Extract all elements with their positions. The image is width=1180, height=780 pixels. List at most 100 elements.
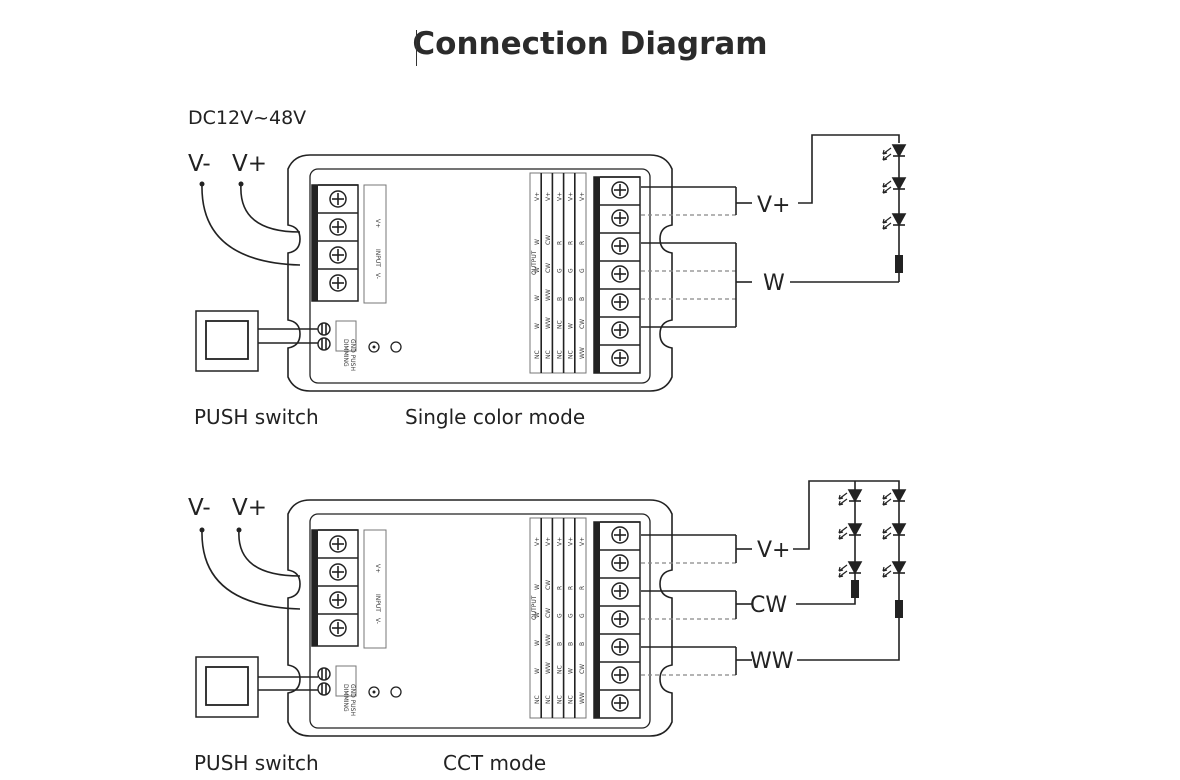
led-strip-wire-plus-2 (793, 480, 900, 550)
dimming-legend (335, 320, 357, 352)
input-vplus-text: V+ (374, 219, 381, 228)
output-table-cell: R (568, 586, 575, 590)
led-light-arrow (838, 570, 848, 578)
dimming-legend (335, 665, 357, 697)
led-light-arrow (882, 492, 892, 500)
out-label-ww: WW (750, 649, 794, 674)
led-light-arrow (882, 149, 888, 155)
led-light-arrow (882, 224, 888, 230)
push-switch-label-2: PUSH switch (194, 751, 319, 775)
led-light-arrow (838, 498, 848, 506)
led-return-cw (796, 598, 856, 605)
mode-label-cct: CCT mode (443, 751, 547, 775)
led-light-arrow (838, 528, 844, 534)
led-light-arrow (838, 564, 848, 572)
led-light-arrow (882, 494, 888, 500)
output-table-cell: W (534, 640, 541, 646)
output-table-cell: CW (545, 235, 552, 245)
output-text: OUTPUT (531, 595, 538, 620)
dimming-text: DIMMING (342, 684, 349, 712)
output-table-cell: B (568, 297, 575, 301)
led-light-arrow (838, 532, 848, 540)
indicator-led-dot (372, 345, 376, 349)
push-switch-label: PUSH switch (194, 405, 319, 429)
output-terminal-edge (594, 522, 600, 718)
led-diode-icon (847, 489, 863, 503)
led-diode-icon (891, 561, 907, 575)
indicator-led-dot (372, 690, 376, 694)
input-vminus-text: V- (374, 273, 381, 279)
wire-end-dot (199, 527, 205, 533)
output-table-cell: WW (579, 347, 586, 359)
led-diode-icon (891, 177, 907, 191)
out-label-cw: CW (750, 593, 787, 618)
input-terminal-edge (312, 530, 318, 646)
output-table-cell: W (568, 323, 575, 329)
output-table-cell: W (534, 668, 541, 674)
output-table-cell: W (568, 668, 575, 674)
output-table-cell: G (556, 613, 563, 618)
wire-v-minus-2 (201, 529, 301, 610)
led-light-arrow (882, 147, 892, 155)
push-terminal-icon (317, 667, 331, 681)
output-table-cell: G (579, 613, 586, 618)
led-light-arrow (838, 534, 844, 540)
input-terminal-edge (312, 185, 318, 301)
led-diode-icon (847, 523, 863, 537)
v-minus-label: V- (188, 151, 211, 177)
led-light-arrow (882, 572, 888, 578)
output-table-cell: WW (545, 634, 552, 646)
input-text: INPUT (374, 249, 381, 267)
led-diode-icon (891, 489, 907, 503)
output-legend-table (529, 172, 587, 374)
device-inner-rim (309, 168, 651, 384)
led-light-arrow (882, 564, 892, 572)
device-enclosure (287, 499, 673, 737)
out-label-vplus: V+ (757, 193, 790, 218)
output-table-cell: W (534, 267, 541, 273)
led-light-arrow (838, 526, 848, 534)
led-light-arrow (882, 216, 892, 224)
output-table-cell: CW (545, 608, 552, 618)
output-table-cell: W (534, 239, 541, 245)
output-table-cell: R (579, 586, 586, 590)
out-label-w: W (763, 271, 785, 296)
resistor-icon (851, 580, 859, 598)
led-light-arrow (882, 500, 888, 506)
dimming-text: DIMMING (342, 339, 349, 367)
output-table-cell: V+ (556, 192, 563, 201)
led-light-arrow (882, 155, 888, 161)
push-terminal-icon (317, 682, 331, 696)
input-vminus-text: V- (374, 618, 381, 624)
output-table-cell: R (579, 241, 586, 245)
device-enclosure (287, 154, 673, 392)
input-legend (363, 529, 387, 649)
output-text: OUTPUT (531, 250, 538, 275)
output-table-cell: WW (545, 662, 552, 674)
output-table-cell: WW (545, 289, 552, 301)
output-table-cell: V+ (568, 192, 575, 201)
led-light-arrow (882, 182, 888, 188)
led-return-ww (797, 618, 900, 661)
output-table-cell: G (556, 268, 563, 273)
wire-end-dot (236, 527, 242, 533)
device-inner-rim (309, 513, 651, 729)
resistor-icon (895, 600, 903, 618)
led-light-arrow (882, 188, 888, 194)
output-table-cell: NC (556, 665, 563, 674)
output-table-cell: G (579, 268, 586, 273)
output-table-cell: CW (579, 664, 586, 674)
led-diode-icon (891, 213, 907, 227)
input-text: INPUT (374, 594, 381, 612)
output-table-cell: V+ (545, 192, 552, 201)
push-gnd-text: GND PUSH (349, 684, 356, 716)
led-light-arrow (882, 528, 888, 534)
led-diode-icon (891, 523, 907, 537)
output-table-cell: WW (545, 317, 552, 329)
output-table-cell: CW (545, 580, 552, 590)
output-table-cell: NC (545, 695, 552, 704)
led-light-arrow (882, 218, 888, 224)
led-diode-icon (847, 561, 863, 575)
output-terminal-edge (594, 177, 600, 373)
